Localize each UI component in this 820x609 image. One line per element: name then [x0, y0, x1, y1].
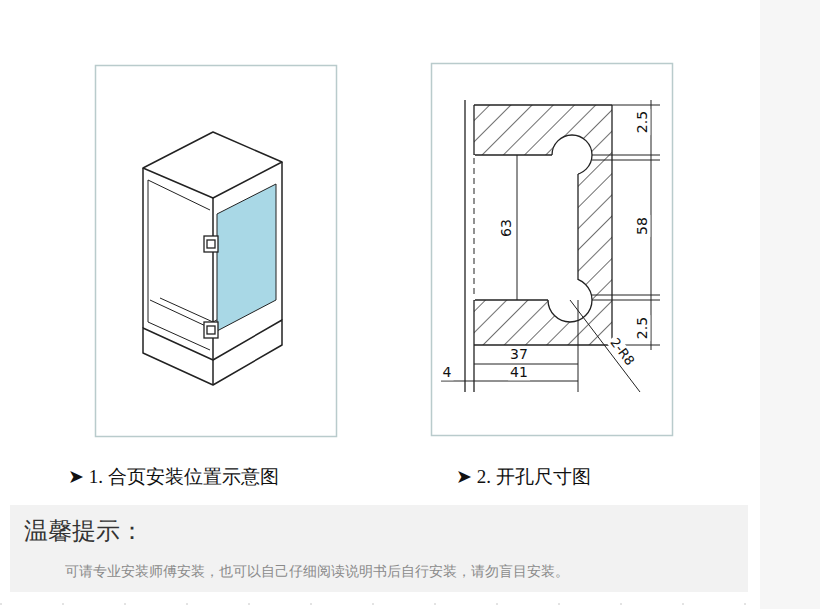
dimension: 37: [508, 347, 530, 362]
dimension: 58: [635, 215, 650, 237]
tips-heading: 温馨提示：: [24, 515, 144, 547]
tips-note: 可请专业安装师傅安装，也可以自己仔细阅读说明书后自行安装，请勿盲目安装。: [65, 563, 569, 581]
tips-panel: 温馨提示： 可请专业安装师傅安装，也可以自己仔细阅读说明书后自行安装，请勿盲目安装…: [10, 505, 748, 592]
dimension: 2.5: [635, 315, 650, 341]
dimension: 63: [499, 217, 514, 239]
dimension: 2.5: [635, 109, 650, 135]
figure-caption: ➤ 1. 合页安装位置示意图: [68, 467, 279, 488]
dimension: 4: [441, 365, 454, 380]
dimension: 41: [508, 365, 530, 380]
figure-caption: ➤ 2. 开孔尺寸图: [456, 467, 591, 488]
